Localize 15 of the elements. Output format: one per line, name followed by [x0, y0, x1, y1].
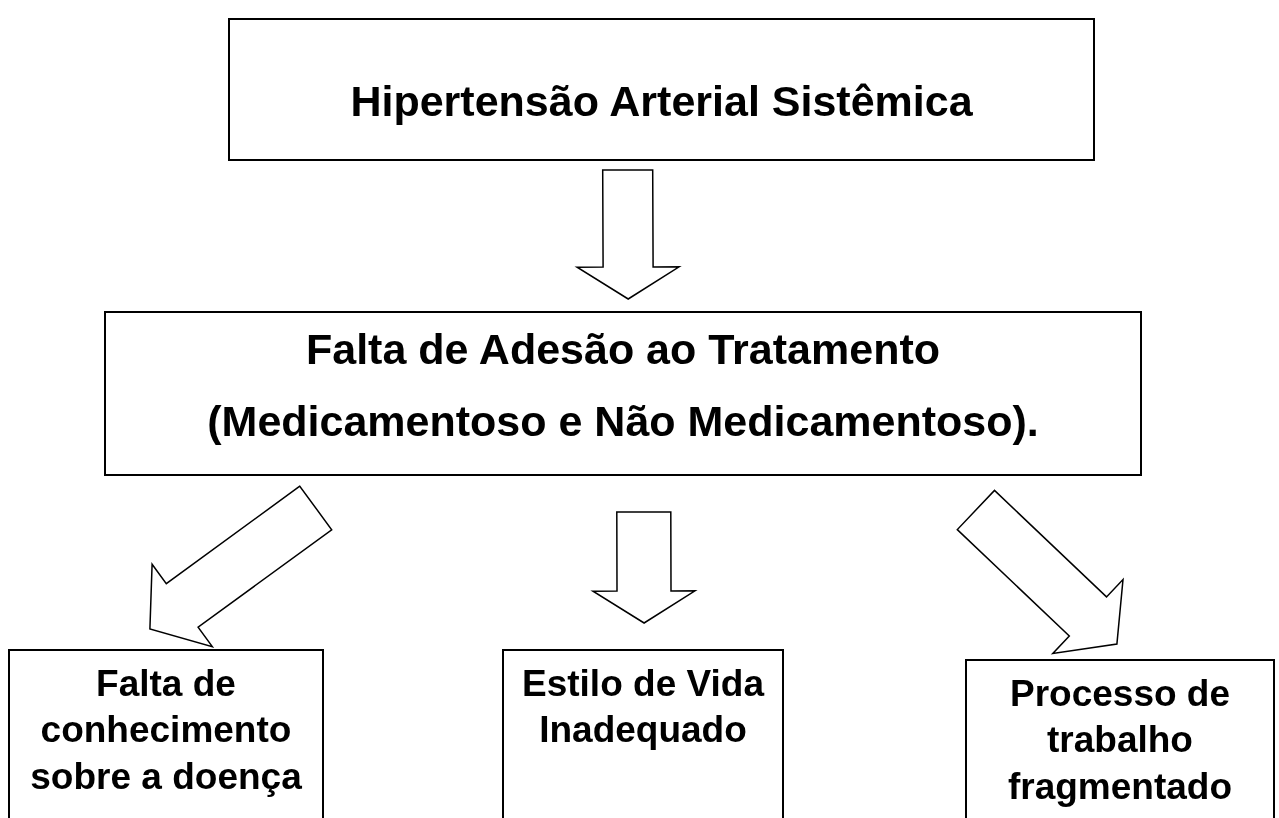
process-box: [965, 659, 1275, 818]
box-title: Hipertensão Arterial Sistêmica: [350, 76, 973, 127]
block-arrow: [956, 489, 1124, 655]
block-arrow: [574, 169, 682, 300]
box-title: Falta de Adesão ao Tratamento: [306, 324, 940, 375]
box-subtitle: (Medicamentoso e Não Medicamentoso).: [207, 396, 1039, 447]
process-box: [228, 18, 1095, 161]
process-box: [8, 649, 324, 818]
block-arrow: [590, 511, 698, 624]
box-title: Processo de trabalho fragmentado: [1006, 672, 1234, 809]
box-title: Falta de conhecimento sobre a doença: [29, 662, 303, 799]
process-box: [502, 649, 784, 818]
box-title: Estilo de Vida Inadequado: [521, 662, 766, 753]
process-box: [104, 311, 1142, 476]
block-arrow: [149, 485, 333, 648]
